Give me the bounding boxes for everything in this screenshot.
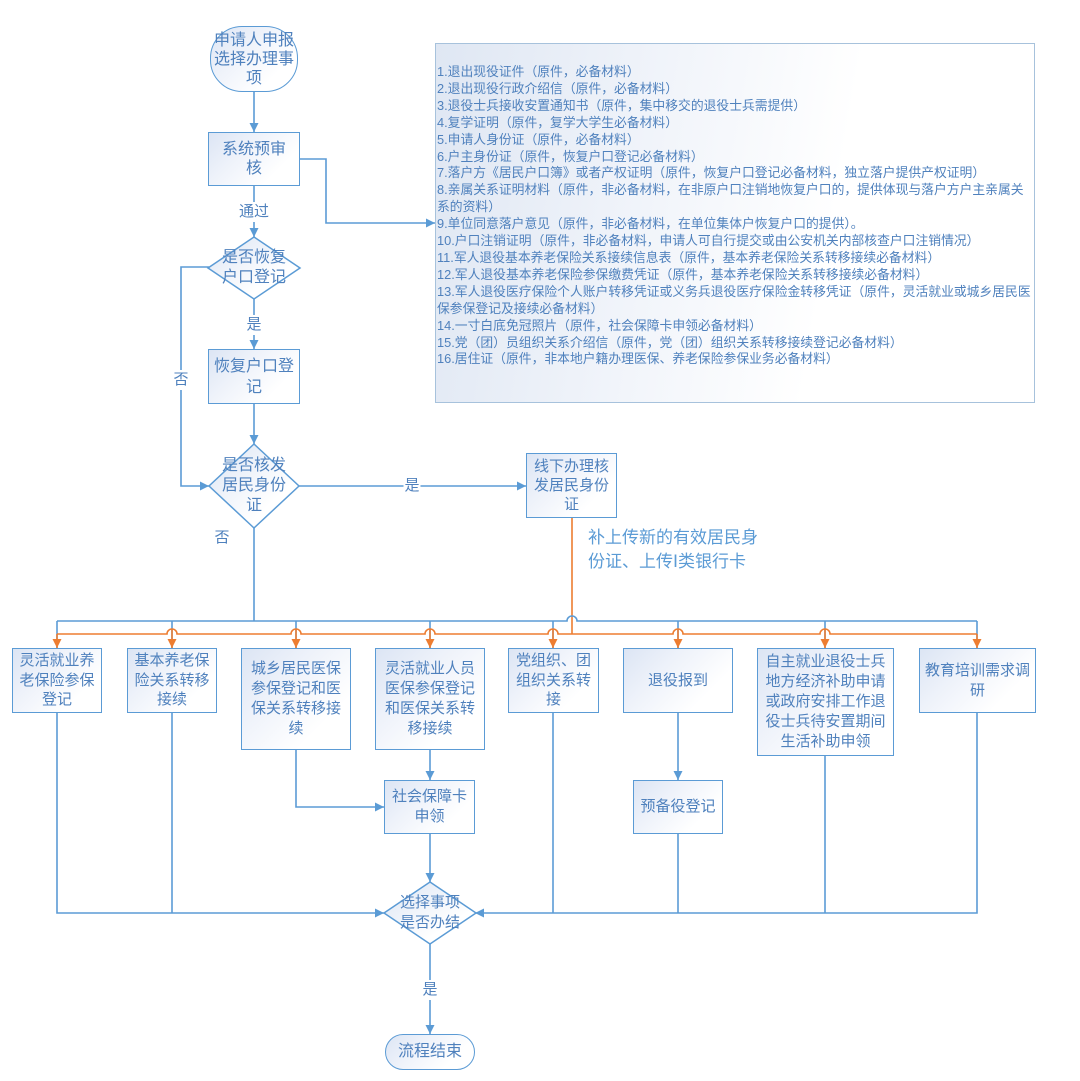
service-box-7[interactable]: 自主就业退役士兵地方经济补助申请或政府安排工作退役士兵待安置期间生活补助申领 — [757, 648, 894, 756]
decision-done[interactable]: 选择事项是否办结 — [398, 893, 462, 933]
blue-bus-line — [57, 615, 977, 622]
service-label-2: 基本养老保险关系转移接续 — [134, 652, 210, 709]
social-security-card-label: 社会保障卡申领 — [391, 788, 467, 825]
service-box-3[interactable]: 城乡居民医保参保登记和医保关系转移接续 — [241, 648, 351, 750]
material-item-4: 4.复学证明（原件，复学大学生必备材料） — [437, 114, 679, 130]
service-box-5[interactable]: 党组织、团组织关系转接 — [508, 648, 599, 713]
decision-id-card-shape — [207, 442, 301, 530]
material-item-11: 11.军人退役基本养老保险关系接续信息表（原件，基本养老保险关系转移接续必备材料… — [437, 249, 941, 265]
service-label-8: 教育培训需求调研 — [924, 662, 1030, 699]
edge-label-restore-no: 否 — [172, 370, 190, 390]
material-item-1: 1.退出现役证件（原件，必备材料） — [437, 64, 640, 79]
precheck-box[interactable]: 系统预审核 — [208, 132, 300, 186]
service-label-1: 灵活就业养老保险参保登记 — [19, 652, 95, 709]
precheck-label: 系统预审核 — [221, 140, 286, 178]
service-label-4: 灵活就业人员医保参保登记和医保关系转移接续 — [384, 660, 475, 737]
edge-precheck-to-materials — [300, 158, 435, 228]
decision-restore-hukou-shape — [206, 236, 302, 300]
material-item-6: 6.户主身份证（原件，恢复户口登记必备材料） — [437, 148, 704, 164]
service-label-6: 退役报到 — [647, 671, 708, 689]
edge-service3-to-card — [295, 750, 384, 812]
decision-done-label: 选择事项是否办结 — [399, 894, 460, 931]
reserve-registration-label: 预备役登记 — [640, 798, 716, 816]
material-item-15: 15.党（团）员组织关系介绍信（原件，党（团）组织关系转移接续登记必备材料） — [437, 334, 903, 350]
orange-annotation: 补上传新的有效居民身份证、上传Ⅰ类银行卡 — [588, 528, 758, 571]
edge-label-id-no: 否 — [213, 528, 231, 548]
edge-label-done-yes: 是 — [421, 980, 439, 1000]
reserve-registration-box[interactable]: 预备役登记 — [633, 780, 723, 834]
material-item-5: 5.申请人身份证（原件，必备材料） — [437, 131, 640, 147]
material-item-10: 10.户口注销证明（原件，非必备材料，申请人可自行提交或由公安机关内部核查户口注… — [437, 233, 980, 249]
material-item-16: 16.居住证（原件，非本地户籍办理医保、养老保险参保业务必备材料） — [437, 351, 839, 367]
decision-done-shape — [382, 881, 478, 945]
edge-label-restore-yes: 是 — [245, 315, 263, 335]
start-label: 申请人申报选择办理事项 — [213, 31, 294, 87]
material-item-12: 12.军人退役基本养老保险参保缴费凭证（原件，基本养老保险关系转移接续必备材料） — [437, 266, 929, 282]
service-box-8[interactable]: 教育培训需求调研 — [919, 648, 1036, 713]
service-label-7: 自主就业退役士兵地方经济补助申请或政府安排工作退役士兵待安置期间生活补助申领 — [765, 653, 886, 750]
material-item-13: 13.军人退役医疗保险个人账户转移凭证或义务兵退役医疗保险金转移凭证（原件，灵活… — [437, 283, 1031, 316]
edge-right-services-to-decision3 — [475, 713, 978, 918]
service-box-1[interactable]: 灵活就业养老保险参保登记 — [12, 648, 102, 713]
service-label-3: 城乡居民医保参保登记和医保关系转移接续 — [250, 660, 341, 737]
restore-hukou-box[interactable]: 恢复户口登记 — [208, 349, 300, 404]
material-item-3: 3.退役士兵接收安置通知书（原件，集中移交的退役士兵需提供） — [437, 97, 806, 113]
social-security-card-box[interactable]: 社会保障卡申领 — [384, 780, 475, 834]
decision-id-card-label: 是否核发居民身份证 — [221, 457, 286, 514]
decision-restore-hukou-label: 是否恢复户口登记 — [221, 249, 286, 286]
service-box-6[interactable]: 退役报到 — [623, 648, 733, 713]
start-terminator[interactable]: 申请人申报选择办理事项 — [210, 26, 298, 92]
offline-id-card-label: 线下办理核发居民身份证 — [533, 458, 609, 513]
decision-restore-hukou[interactable]: 是否恢复户口登记 — [221, 247, 287, 289]
service-box-4[interactable]: 灵活就业人员医保参保登记和医保关系转移接续 — [375, 648, 485, 750]
material-item-8: 8.亲属关系证明材料（原件，非必备材料，在非原户口注销地恢复户口的，提供体现与落… — [437, 182, 1024, 215]
materials-panel: 1.退出现役证件（原件，必备材料） 2.退出现役行政介绍信（原件，必备材料） 3… — [435, 43, 1035, 403]
edge-label-pass: 通过 — [237, 202, 271, 222]
orange-bus-line — [57, 628, 977, 635]
end-label: 流程结束 — [397, 1043, 462, 1061]
material-item-14: 14.一寸白底免冠照片（原件，社会保障卡申领必备材料） — [437, 317, 762, 333]
edge-label-id-yes: 是 — [403, 476, 421, 496]
restore-hukou-label: 恢复户口登记 — [213, 357, 294, 396]
decision-id-card[interactable]: 是否核发居民身份证 — [221, 454, 287, 518]
end-terminator[interactable]: 流程结束 — [385, 1034, 475, 1070]
offline-id-card-box[interactable]: 线下办理核发居民身份证 — [526, 453, 617, 518]
service-label-5: 党组织、团组织关系转接 — [515, 652, 591, 709]
material-item-7: 7.落户方《居民户口簿》或者产权证明（原件，恢复户口登记必备材料，独立落户提供产… — [437, 165, 986, 181]
service-box-2[interactable]: 基本养老保险关系转移接续 — [127, 648, 217, 713]
edge-left-services-to-decision3 — [56, 713, 384, 918]
material-item-9: 9.单位同意落户意见（原件，非必备材料，在单位集体户恢复户口的提供）。 — [437, 216, 864, 232]
material-item-2: 2.退出现役行政介绍信（原件，必备材料） — [437, 80, 679, 96]
